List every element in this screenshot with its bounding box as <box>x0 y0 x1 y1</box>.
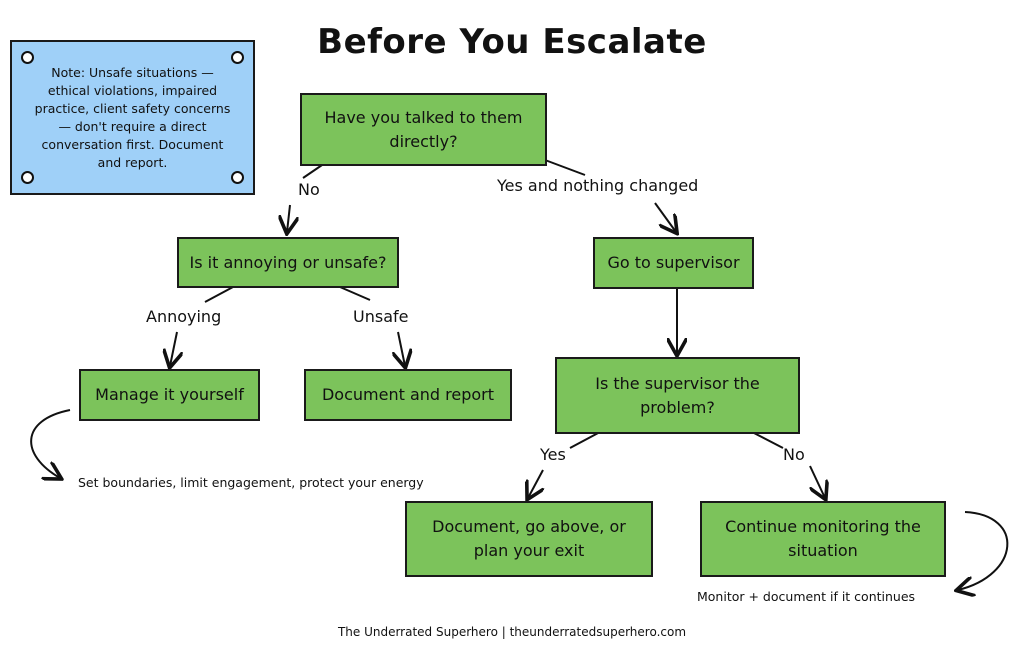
pin-icon <box>231 171 244 184</box>
node-talked: Have you talked to them directly? <box>300 93 547 166</box>
node-doc-report: Document and report <box>304 369 512 421</box>
edge-no-annoying <box>287 204 290 232</box>
edge-problem-yes <box>569 431 601 449</box>
edge-label-annoying: Annoying <box>146 307 222 326</box>
edge-annoy-manage <box>170 331 177 366</box>
node-doc-above: Document, go above, or plan your exit <box>405 501 653 577</box>
node-manage: Manage it yourself <box>79 369 260 421</box>
edge-label-no-2: No <box>783 445 805 464</box>
edge-problem-no <box>751 431 784 449</box>
pin-icon <box>21 171 34 184</box>
side-note-monitor: Monitor + document if it continues <box>697 589 916 604</box>
pin-icon <box>231 51 244 64</box>
edge-label-no: No <box>298 180 320 199</box>
curve-boundaries <box>30 409 71 478</box>
edge-label-unsafe: Unsafe <box>353 307 409 326</box>
edge-label-yes-nothing-changed: Yes and nothing changed <box>497 176 699 195</box>
edge-label-yes: Yes <box>540 445 566 464</box>
pin-icon <box>21 51 34 64</box>
note-card: Note: Unsafe situations — ethical violat… <box>10 40 255 195</box>
edge-annoy-label <box>204 286 234 303</box>
edge-talked-yes <box>544 159 586 176</box>
edge-unsafe-doc <box>398 331 405 366</box>
curve-monitor <box>958 511 1009 590</box>
edge-no-continue <box>809 465 825 498</box>
edge-yes-docabove <box>528 469 543 498</box>
node-continue-monitor: Continue monitoring the situation <box>700 501 946 577</box>
footer: The Underrated Superhero | theunderrated… <box>337 625 687 639</box>
note-text: Note: Unsafe situations — ethical violat… <box>34 64 231 170</box>
diagram-title: Before You Escalate <box>317 22 707 62</box>
node-go-supervisor: Go to supervisor <box>593 237 754 289</box>
node-annoying-or-unsafe: Is it annoying or unsafe? <box>177 237 399 288</box>
side-note-boundaries: Set boundaries, limit engagement, protec… <box>78 475 424 490</box>
node-supervisor-problem: Is the supervisor the problem? <box>555 357 800 434</box>
edge-yes-supervisor <box>654 202 676 232</box>
edge-unsafe-label <box>339 286 371 301</box>
